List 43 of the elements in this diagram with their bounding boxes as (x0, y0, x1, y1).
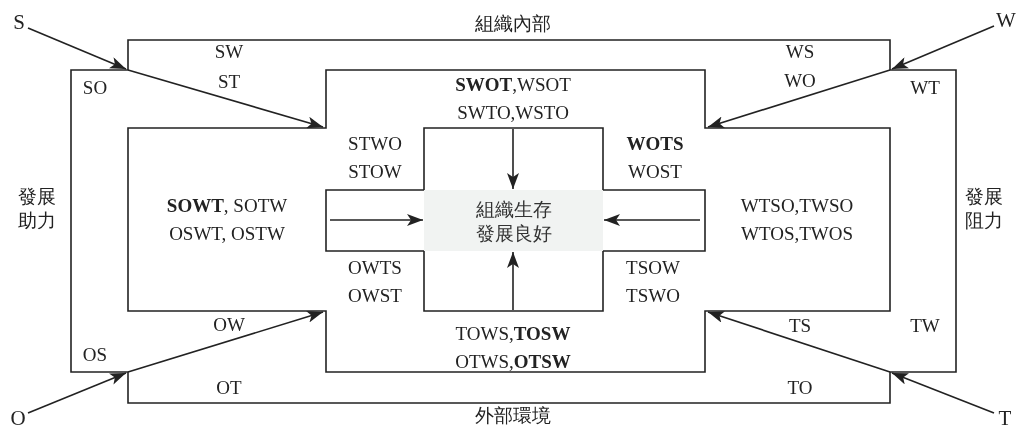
arrow (507, 128, 519, 190)
arrow (27, 27, 127, 70)
arrow (891, 25, 995, 70)
sequence-label: WOTS WOST (625, 132, 685, 184)
pair-label: TO (786, 376, 814, 400)
arrow (507, 251, 519, 311)
arrow (707, 311, 891, 373)
arrow (329, 214, 424, 226)
pair-label: ST (216, 70, 242, 94)
pair-label: WS (784, 40, 816, 64)
center-box: 組織生存發展良好 (424, 190, 603, 251)
cross-frame (326, 128, 705, 311)
arrow (707, 69, 891, 128)
pair-label: OS (81, 343, 109, 367)
cross-frame (128, 70, 890, 372)
section-heading: 外部環境 (474, 403, 552, 427)
sequence-label: STWO STOW (347, 132, 403, 184)
sequence-label: SOWT, SOTW OSWT, OSTW (165, 194, 289, 246)
corner-letter: T (994, 404, 1016, 430)
sequence-label: TOWS,TOSW OTWS,OTSW (454, 322, 572, 374)
pair-label: OW (212, 313, 246, 337)
side-label: 發展助力 (17, 184, 57, 232)
pair-label: WT (909, 76, 941, 100)
corner-letter: O (6, 404, 30, 430)
pair-label: SW (213, 40, 245, 64)
sequence-label: WTSO,TWSO WTOS,TWOS (739, 194, 855, 246)
pair-label: WO (783, 69, 817, 93)
sequence-label: SWOT,WSOT SWTO,WSTO (454, 73, 572, 125)
pair-label: OT (215, 376, 243, 400)
corner-letter: W (995, 6, 1017, 34)
arrow (127, 310, 324, 373)
sequence-label: TSOW TSWO (625, 256, 681, 308)
arrow (127, 69, 324, 129)
pair-label: SO (81, 76, 109, 100)
arrow (27, 372, 127, 414)
pair-label: TW (909, 314, 941, 338)
side-label: 發展阻力 (964, 184, 1004, 232)
arrow (603, 214, 701, 226)
section-heading: 組織內部 (474, 11, 552, 35)
pair-label: TS (787, 314, 813, 338)
sequence-label: OWTS OWST (347, 256, 403, 308)
corner-letter: S (8, 8, 30, 36)
arrow (891, 372, 995, 414)
